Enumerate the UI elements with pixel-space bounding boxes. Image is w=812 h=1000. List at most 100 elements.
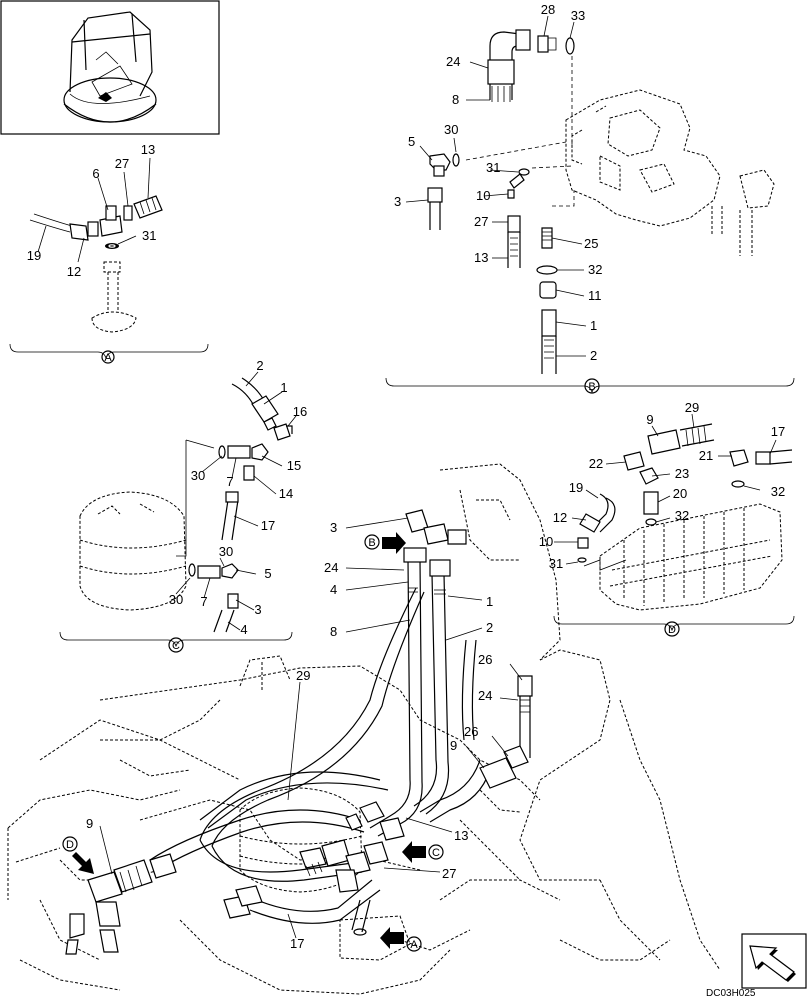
arrow-right-icon	[382, 532, 406, 554]
callout-24: 24	[478, 688, 492, 703]
detail-view-a: A 6 27 13 31 19 12	[9, 142, 209, 364]
callout-19: 19	[27, 248, 41, 263]
view-d-pointer-label: D	[66, 839, 74, 851]
arrow-left-icon	[380, 927, 404, 949]
callout-8: 8	[330, 624, 337, 639]
callout-31: 31	[549, 556, 563, 571]
callout-25: 25	[584, 236, 598, 251]
callout-30: 30	[169, 592, 183, 607]
callout-31: 31	[486, 160, 500, 175]
callout-2: 2	[486, 620, 493, 635]
callout-1: 1	[486, 594, 493, 609]
callout-3: 3	[330, 520, 337, 535]
callout-31: 31	[142, 228, 156, 243]
callout-9: 9	[646, 412, 653, 427]
callout-26: 26	[478, 652, 492, 667]
callout-15: 15	[287, 458, 301, 473]
view-a-pointer-label: A	[410, 939, 418, 951]
callout-19: 19	[569, 480, 583, 495]
callout-17: 17	[771, 424, 785, 439]
view-a-callouts: 6 27 13 31 19 12	[27, 142, 157, 279]
callout-24: 24	[324, 560, 338, 575]
detail-view-c: C 2 1 16 30 15 7 14 17 30 5 30	[59, 358, 307, 653]
callout-13: 13	[474, 250, 488, 265]
view-b-label: B	[588, 381, 595, 393]
callout-23: 23	[675, 466, 689, 481]
callout-2: 2	[256, 358, 263, 373]
callout-16: 16	[293, 404, 307, 419]
callout-32: 32	[675, 508, 689, 523]
view-a-label: A	[104, 352, 112, 364]
view-d-arrow: D	[62, 836, 94, 874]
view-d-label: D	[668, 624, 676, 636]
excavator-thumbnail	[0, 0, 220, 135]
arrow-down-right-icon	[72, 852, 94, 874]
callout-9: 9	[450, 738, 457, 753]
callout-2: 2	[590, 348, 597, 363]
control-valve-bank	[599, 503, 783, 611]
callout-4: 4	[240, 622, 247, 637]
callout-3: 3	[394, 194, 401, 209]
view-c-label: C	[172, 640, 180, 652]
callout-20: 20	[673, 486, 687, 501]
arrow-left-icon	[402, 841, 426, 863]
main-callouts: 3 24 4 1 8 2 29 26 24 26 9 13 9 27 17	[86, 517, 523, 951]
callout-7: 7	[200, 594, 207, 609]
callout-33: 33	[571, 8, 585, 23]
callout-5: 5	[408, 134, 415, 149]
view-d-callouts: 9 29 17 22 23 21 32 19 20 12 32 10 31	[539, 400, 785, 571]
callout-12: 12	[67, 264, 81, 279]
detail-view-b: B 28 33 24 8 30 5 31 10 3	[385, 2, 795, 394]
callout-9: 9	[86, 816, 93, 831]
callout-27: 27	[474, 214, 488, 229]
callout-22: 22	[589, 456, 603, 471]
callout-21: 21	[699, 448, 713, 463]
callout-8: 8	[452, 92, 459, 107]
swing-motor-housing	[79, 491, 187, 611]
detail-view-d: D 9 29 17 22 23 21 32 19 20 12 32	[539, 400, 795, 637]
left-valve-fittings	[65, 853, 263, 955]
callout-5: 5	[264, 566, 271, 581]
callout-14: 14	[279, 486, 293, 501]
callout-30: 30	[191, 468, 205, 483]
pump-housing	[565, 89, 775, 256]
callout-7: 7	[226, 474, 233, 489]
view-c-callouts: 2 1 16 30 15 7 14 17 30 5 30 7 3 4	[169, 358, 307, 637]
next-section-arrow-icon	[741, 933, 807, 989]
callout-32: 32	[588, 262, 602, 277]
callout-26: 26	[464, 724, 478, 739]
center-fitting-cluster	[299, 801, 405, 893]
callout-13: 13	[141, 142, 155, 157]
callout-32: 32	[771, 484, 785, 499]
callout-11: 11	[588, 288, 602, 303]
callout-10: 10	[476, 188, 490, 203]
view-a-arrow: A	[380, 927, 422, 952]
callout-6: 6	[92, 166, 99, 181]
view-c-pointer-label: C	[432, 847, 440, 859]
callout-28: 28	[541, 2, 555, 17]
callout-1: 1	[280, 380, 287, 395]
callout-30: 30	[444, 122, 458, 137]
callout-29: 29	[685, 400, 699, 415]
callout-13: 13	[454, 828, 468, 843]
view-b-arrow: B	[364, 532, 406, 554]
reference-code: DC03H025	[706, 988, 756, 999]
callout-27: 27	[115, 156, 129, 171]
callout-24: 24	[446, 54, 460, 69]
callout-1: 1	[590, 318, 597, 333]
callout-17: 17	[261, 518, 275, 533]
callout-29: 29	[296, 668, 310, 683]
main-assembly: B C D A	[7, 463, 721, 995]
callout-27: 27	[442, 866, 456, 881]
view-b-pointer-label: B	[368, 537, 375, 549]
callout-3: 3	[254, 602, 261, 617]
excavator-cab-icon	[63, 11, 157, 123]
view-c-arrow: C	[402, 841, 444, 863]
callout-17: 17	[290, 936, 304, 951]
view-b-callouts: 28 33 24 8 30 5 31 10 3 27 13 25 32 11 1…	[394, 2, 602, 363]
callout-12: 12	[553, 510, 567, 525]
callout-30: 30	[219, 544, 233, 559]
machine-frame	[7, 463, 721, 995]
callout-4: 4	[330, 582, 337, 597]
